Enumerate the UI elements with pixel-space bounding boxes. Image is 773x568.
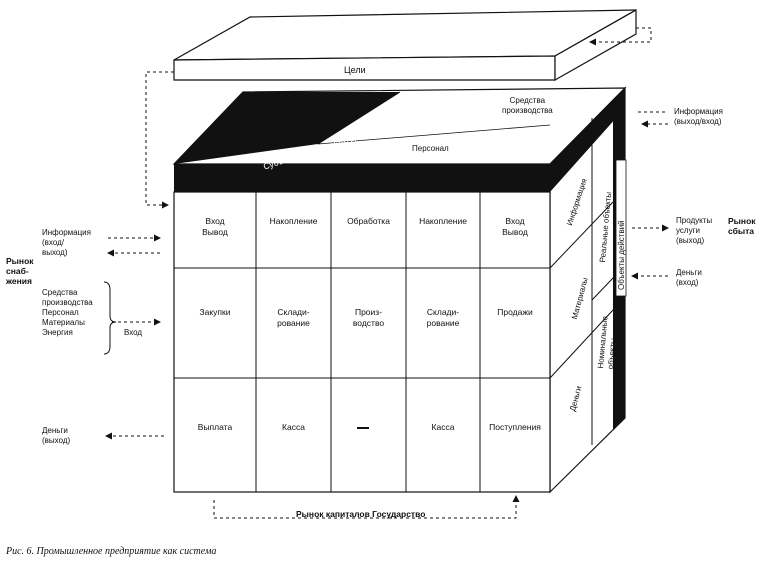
goals-label: Цели: [344, 65, 366, 75]
cell-r1-c3: Склади-рование: [426, 307, 460, 328]
cell-r1-c0: Закупки: [199, 307, 231, 317]
cell-r0-c3: Накопление: [419, 216, 467, 226]
personnel-label: Персонал: [412, 144, 449, 153]
cell-r1-c1: Склади-рование: [277, 307, 310, 328]
cell-r1-c4: Продажи: [497, 307, 533, 317]
figure-caption: Рис. 6. Промышленное предприятие как сис…: [6, 546, 217, 557]
cell-r2-c3: Касса: [431, 422, 455, 432]
cube-top-face: [172, 87, 627, 192]
action-objects-label: Объекты действий: [617, 220, 626, 290]
money-out-label: Деньги(выход): [42, 426, 71, 445]
money-in-label: Деньги(вход): [676, 268, 702, 287]
cell-r2-c4: Поступления: [489, 422, 541, 432]
cell-r1-c2: Произ-водство: [352, 307, 385, 328]
input-brace: [103, 281, 117, 355]
means-label: Средства производства: [502, 96, 553, 116]
cell-r0-c1: Накопление: [269, 216, 318, 226]
right-info-label: Информация(выход/вход): [674, 107, 723, 126]
connectors: [105, 27, 669, 519]
means-line-2: производства: [502, 106, 553, 115]
goals-lid: [173, 8, 637, 82]
cell-r0-c2: Обработка: [347, 216, 390, 226]
cell-r2-c0: Выплата: [197, 422, 233, 432]
capital-market-label: Рынок капиталов Государство: [296, 509, 426, 519]
left-info-label: Информация(вход/выход): [42, 228, 91, 257]
cell-r2-c1: Касса: [282, 422, 305, 432]
means-line-1: Средства: [509, 96, 546, 105]
cube-front-face: [173, 191, 551, 493]
input-word: Вход: [124, 328, 143, 337]
